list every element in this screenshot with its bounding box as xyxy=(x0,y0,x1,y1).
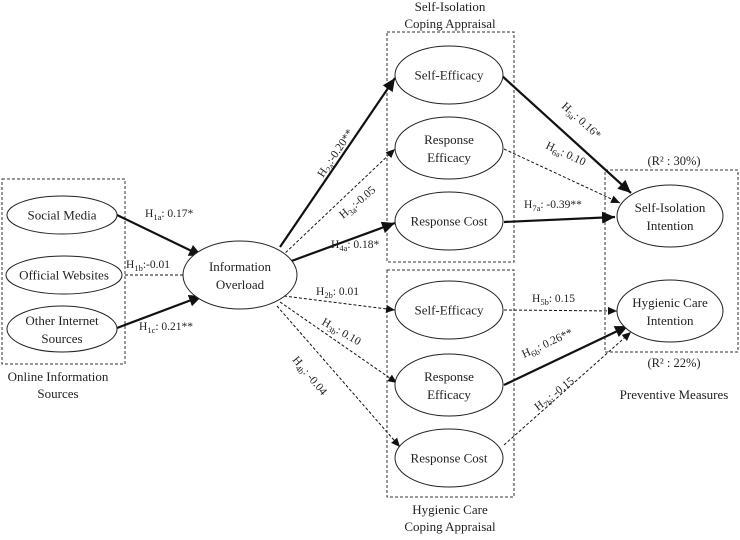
node-hc-response-cost-label: Response Cost xyxy=(411,451,488,466)
path-label-h3b: H3b: 0.10 xyxy=(319,316,363,350)
node-si-response-efficacy-label-1: Response xyxy=(424,132,474,147)
path-label-h5b: H5b: 0.15 xyxy=(532,293,575,307)
node-other-internet-label-2: Sources xyxy=(41,331,82,346)
path-h2a xyxy=(279,77,396,248)
online-sources-box xyxy=(1,178,126,365)
path-h2b xyxy=(283,295,396,313)
node-hc-intention-label-1: Hygienic Care xyxy=(632,295,708,310)
path-label-h1a: H1a: 0.17* xyxy=(145,208,194,222)
node-hc-self-efficacy-label: Self-Efficacy xyxy=(414,303,484,318)
preventive-measures-label: Preventive Measures xyxy=(620,387,729,402)
path-h5b xyxy=(503,306,618,315)
si-appraisal-box xyxy=(386,31,515,263)
path-label-h5a: H5a: 0.16* xyxy=(558,100,603,143)
node-si-self-efficacy xyxy=(394,45,504,105)
node-si-self-efficacy-label: Self-Efficacy xyxy=(414,68,484,83)
node-official-websites-label: Official Websites xyxy=(19,268,109,283)
node-hc-response-efficacy-label-2: Efficacy xyxy=(427,387,471,402)
hc-appraisal-label-2: Coping Appraisal xyxy=(404,519,496,534)
path-label-h2b: H2b: 0.01 xyxy=(316,286,359,300)
online-sources-label-1: Online Information xyxy=(8,369,109,384)
node-other-internet xyxy=(6,305,118,353)
path-h7b xyxy=(503,331,632,446)
node-si-response-efficacy xyxy=(394,116,504,180)
node-si-response-cost-label: Response Cost xyxy=(411,214,488,229)
path-label-h4b: H4b: -0.04 xyxy=(288,354,329,399)
node-si-response-cost xyxy=(394,191,504,251)
si-appraisal-label-2: Coping Appraisal xyxy=(404,16,496,31)
path-label-h1b: H1b:-0.01 xyxy=(126,259,170,273)
node-si-intention xyxy=(616,184,724,248)
path-h1c xyxy=(116,294,203,330)
node-hc-intention xyxy=(616,279,724,343)
node-other-internet-label-1: Other Internet xyxy=(25,313,99,328)
path-h3b xyxy=(279,301,398,384)
hc-appraisal-box xyxy=(386,269,515,498)
preventive-box xyxy=(604,169,739,353)
path-h4b xyxy=(276,305,401,448)
node-hc-response-efficacy xyxy=(394,353,504,417)
r2-si-label: (R² : 30%) xyxy=(647,154,700,168)
path-label-h4a: H4a: 0.18* xyxy=(331,239,380,253)
node-information-overload xyxy=(182,240,298,310)
online-sources-label-2: Sources xyxy=(37,386,78,401)
path-label-h2a: H2a:-0.20** xyxy=(316,127,358,181)
path-label-h7a: H7a: -0.39** xyxy=(524,199,582,213)
path-h5a xyxy=(500,74,632,194)
node-official-websites xyxy=(5,255,123,295)
node-information-overload-label-1: Information xyxy=(209,259,272,274)
node-hc-response-cost xyxy=(394,428,504,488)
path-h7a xyxy=(503,211,616,224)
path-label-h1c: H1c: 0.21** xyxy=(139,321,193,335)
node-si-intention-label-2: Intention xyxy=(647,218,694,233)
path-label-h6b: H6b: 0.26** xyxy=(520,327,576,363)
node-si-intention-label-1: Self-Isolation xyxy=(635,200,706,215)
r2-hc-label: (R² : 22%) xyxy=(647,356,700,370)
node-social-media-label: Social Media xyxy=(28,208,97,223)
path-h6a xyxy=(503,148,621,204)
si-appraisal-label-1: Self-Isolation xyxy=(415,0,486,14)
path-label-h6a: H6a: 0.10 xyxy=(543,140,588,171)
path-label-h3a: H3a:-0.05 xyxy=(337,184,380,223)
path-label-h7b: H7b: -0.15 xyxy=(532,375,578,415)
node-hc-intention-label-2: Intention xyxy=(647,313,694,328)
hc-appraisal-label-1: Hygienic Care xyxy=(412,502,488,517)
path-h4a xyxy=(285,221,396,265)
node-hc-response-efficacy-label-1: Response xyxy=(424,369,474,384)
node-information-overload-label-2: Overload xyxy=(216,277,265,292)
path-h1a xyxy=(116,214,203,257)
node-si-response-efficacy-label-2: Efficacy xyxy=(427,150,471,165)
path-h3a xyxy=(281,148,396,257)
node-hc-self-efficacy xyxy=(394,280,504,340)
node-social-media xyxy=(6,195,118,235)
path-h6b xyxy=(503,325,629,386)
